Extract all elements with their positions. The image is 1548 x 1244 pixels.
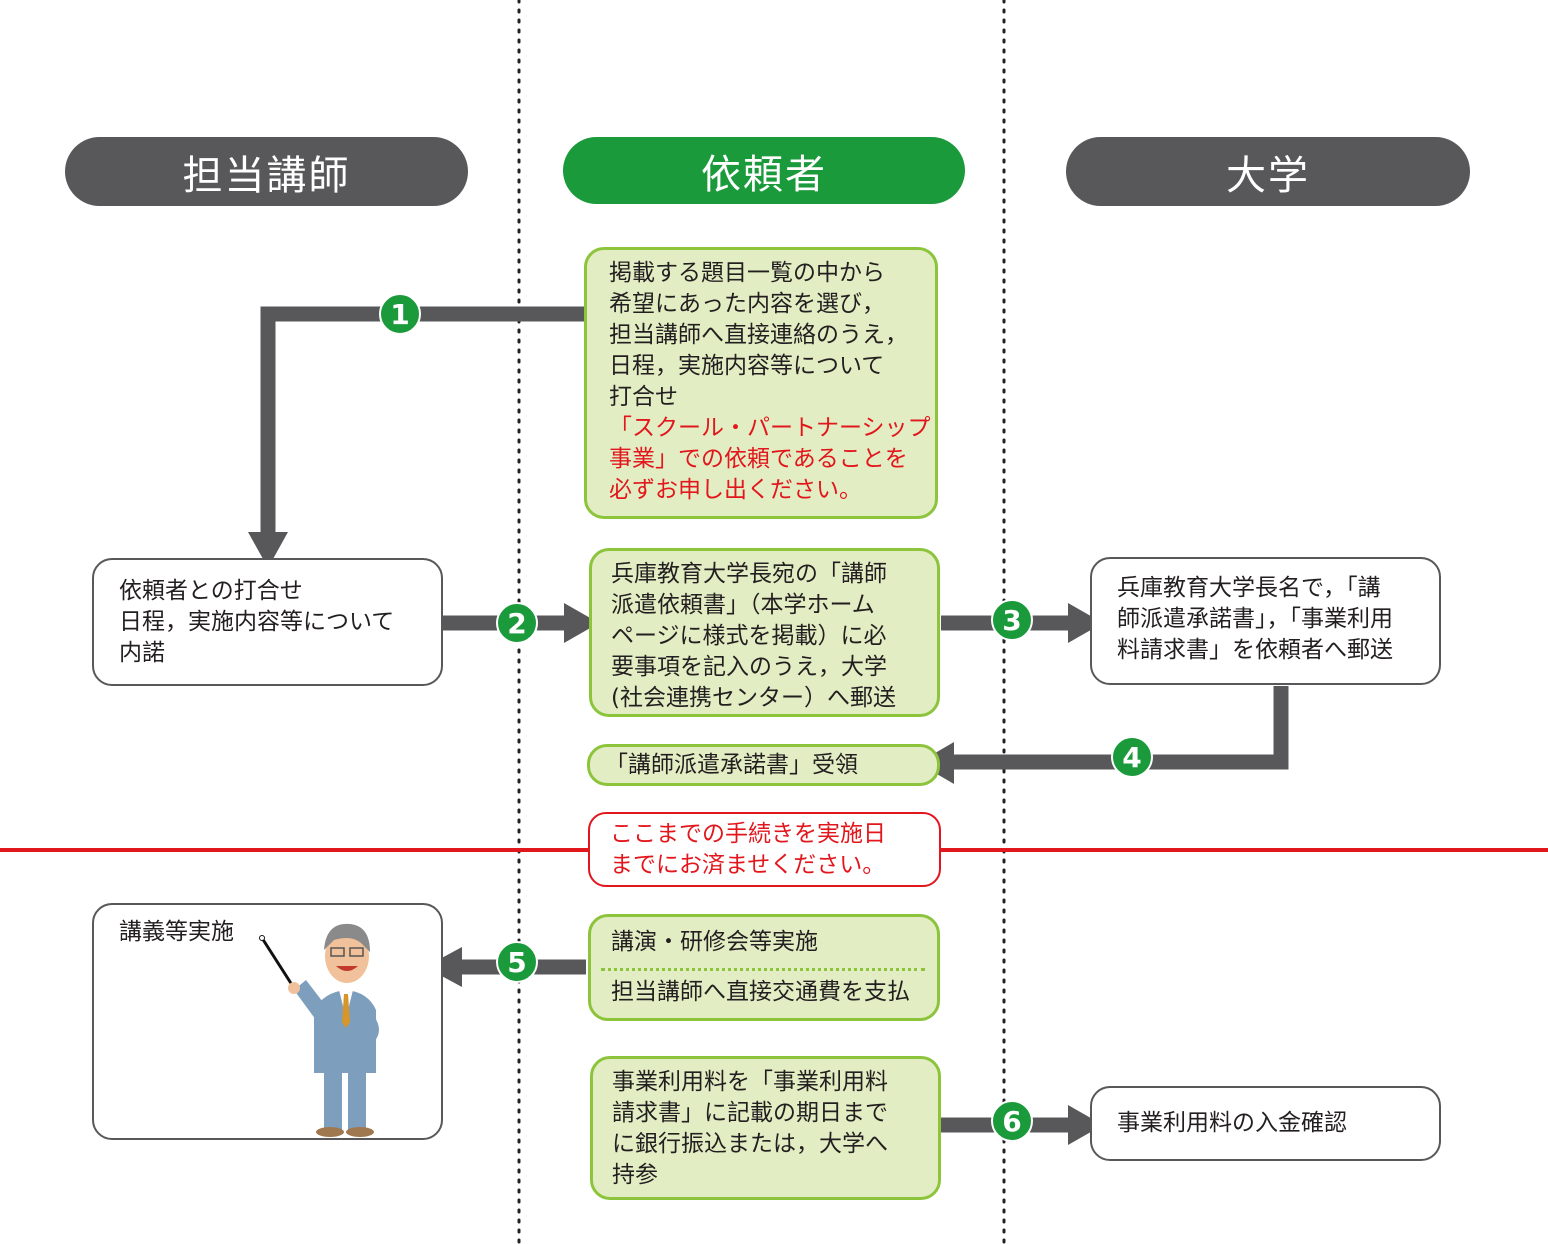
text-line: 打合せ [609, 384, 678, 410]
text-line: (社会連携センター）へ郵送 [611, 685, 896, 711]
box-lecturer-meeting: 依頼者との打合せ 日程，実施内容等について 内諾 [92, 558, 443, 686]
text-line: 派遣依頼書」（本学ホーム [611, 592, 875, 618]
box-lecture: 講義等実施 [92, 903, 443, 1140]
dotted-separator [601, 968, 925, 971]
text-line: 希望にあった内容を選び， [609, 291, 885, 317]
box-send-request-form: 兵庫教育大学長宛の「講師 派遣依頼書」（本学ホーム ページに様式を掲載）に必 要… [589, 548, 940, 717]
text-line: ここまでの手続きを実施日 [610, 821, 886, 847]
step-badge-4: 4 [1111, 736, 1153, 778]
header-requester: 依頼者 [563, 137, 965, 204]
text-line: 「講師派遣承諾書」受領 [605, 752, 858, 778]
text-line: 担当講師へ直接交通費を支払 [611, 979, 910, 1005]
box-request-contact: 掲載する題目一覧の中から 希望にあった内容を選び， 担当講師へ直接連絡のうえ， … [584, 247, 938, 519]
arrowhead-5 [425, 947, 462, 987]
text-line: 講義等実施 [119, 919, 234, 945]
arrowhead-3 [1068, 603, 1103, 643]
text-line: 兵庫教育大学長宛の「講師 [611, 561, 887, 587]
text-line: に銀行振込または，大学へ [612, 1131, 888, 1157]
text-line: 請求書」に記載の期日まで [612, 1100, 888, 1126]
box-payment: 事業利用料を「事業利用料 請求書」に記載の期日まで に銀行振込または，大学へ 持… [590, 1056, 941, 1200]
arrowhead-1 [248, 532, 288, 568]
text-line: 事業利用料を「事業利用料 [612, 1069, 888, 1095]
text-line: 日程，実施内容等について [609, 353, 885, 379]
text-line: 掲載する題目一覧の中から [609, 260, 885, 286]
header-university: 大学 [1066, 137, 1470, 206]
text-line: 料請求書」を依頼者へ郵送 [1117, 637, 1393, 663]
arrow-1 [260, 306, 586, 535]
step-badge-6: 6 [991, 1100, 1033, 1142]
text-line: 事業利用料の入金確認 [1117, 1110, 1347, 1136]
box-receive-acceptance: 「講師派遣承諾書」受領 [587, 744, 940, 786]
text-line: 師派遣承諾書」，「事業利用 [1117, 606, 1393, 632]
text-line: 持参 [612, 1162, 658, 1188]
text-line: 依頼者との打合せ [119, 578, 303, 604]
step-badge-2: 2 [496, 602, 538, 644]
box-payment-confirm: 事業利用料の入金確認 [1090, 1086, 1441, 1161]
box-lecture-event: 講演・研修会等実施 担当講師へ直接交通費を支払 [588, 914, 940, 1021]
text-line: までにお済ませください。 [610, 852, 886, 878]
text-line: 日程，実施内容等について [119, 609, 395, 635]
step-badge-5: 5 [496, 941, 538, 983]
text-line: 要事項を記入のうえ，大学 [611, 654, 887, 680]
lecturer-illustration [259, 923, 379, 1137]
box-deadline-notice: ここまでの手続きを実施日 までにお済ませください。 [588, 812, 941, 887]
note-line: 事業」での依頼であることを [609, 446, 908, 472]
text-line: 内諾 [119, 640, 165, 666]
header-lecturer: 担当講師 [65, 137, 468, 206]
arrow-4 [950, 686, 1289, 770]
arrowhead-6 [1068, 1105, 1103, 1145]
note-line: 必ずお申し出ください。 [609, 477, 862, 503]
step-badge-1: 1 [379, 293, 421, 335]
box-university-send: 兵庫教育大学長名で，「講 師派遣承諾書」，「事業利用 料請求書」を依頼者へ郵送 [1090, 557, 1441, 685]
text-line: 兵庫教育大学長名で，「講 [1117, 575, 1381, 601]
step-badge-3: 3 [991, 599, 1033, 641]
arrowhead-2 [564, 603, 599, 643]
text-line: ページに様式を掲載）に必 [611, 623, 887, 649]
text-line: 講演・研修会等実施 [611, 929, 818, 955]
note-line: 「スクール・パートナーシップ [609, 415, 931, 441]
text-line: 担当講師へ直接連絡のうえ， [609, 322, 908, 348]
